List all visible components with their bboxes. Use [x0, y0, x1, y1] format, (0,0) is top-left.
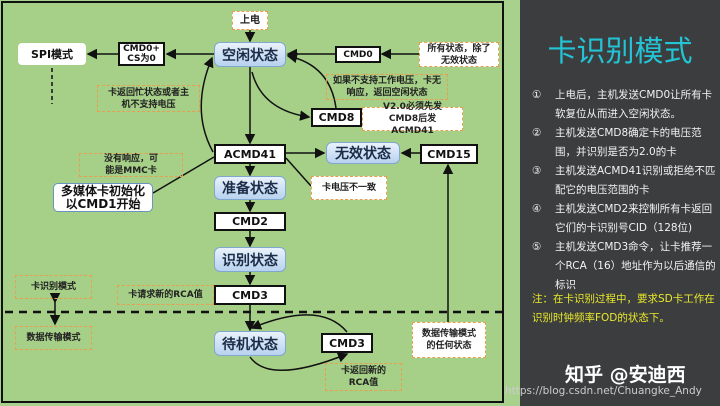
power-on-label: 上电	[232, 11, 268, 30]
step-1: ① 上电后，主机发送CMD0让所有卡软复位从而进入空闲状态。	[532, 86, 717, 124]
mmc-init-box: 多媒体卡初始化以CMD1开始	[53, 183, 153, 212]
data-transfer-mode-label: 数据传输模式	[15, 326, 92, 350]
rca-request-note: 卡请求新的RCA值	[117, 285, 214, 305]
cmd8-box: CMD8	[311, 108, 362, 127]
connector-lines	[5, 29, 503, 372]
description-panel: 卡识别模式 ① 上电后，主机发送CMD0让所有卡软复位从而进入空闲状态。 ② 主机发…	[505, 0, 720, 406]
step-number: ①	[532, 89, 542, 101]
all-states-note: 所有状态，除了无效状态	[419, 42, 499, 67]
cmd0-box: CMD0	[335, 46, 381, 63]
cmd15-box: CMD15	[420, 144, 478, 164]
voltage-mismatch-note: 卡电压不一致	[311, 176, 387, 200]
standby-state: 待机状态	[214, 331, 286, 356]
panel-note: 注：在卡识别过程中，要求SD卡工作在识别时钟频率FOD的状态下。	[532, 293, 715, 324]
cmd3-loop-box: CMD3	[321, 333, 373, 353]
step-number: ⑤	[532, 241, 542, 253]
step-number: ④	[532, 203, 542, 215]
step-2: ② 主机发送CMD8确定卡的电压范围，并识别是否为2.0的卡	[532, 124, 717, 162]
step-number: ②	[532, 127, 542, 139]
step-text: 主机发送CMD3命令，让卡推荐一个RCA（16）地址作为以后通信的标识	[555, 241, 716, 291]
ready-state: 准备状态	[214, 176, 286, 200]
spi-mode: SPI模式	[18, 43, 86, 65]
no-response-note: 没有响应，可能是MMC卡	[79, 153, 183, 177]
identification-state: 识别状态	[214, 247, 286, 272]
cmd0-cs-box: CMD0+ CS为0	[118, 42, 165, 66]
step-text: 主机发送CMD2来控制所有卡返回它们的卡识别号CID（128位)	[555, 203, 713, 234]
step-text: 主机发送CMD8确定卡的电压范围，并识别是否为2.0的卡	[555, 127, 702, 158]
inactive-state: 无效状态	[326, 142, 400, 164]
step-5: ⑤ 主机发送CMD3命令，让卡推荐一个RCA（16）地址作为以后通信的标识	[532, 238, 717, 295]
cmd2-box: CMD2	[214, 212, 286, 231]
card-ident-mode-label: 卡识别模式	[15, 275, 92, 299]
source-url: https://blog.csdn.net/Chuangke_Andy	[505, 385, 702, 397]
cmd3-box: CMD3	[214, 285, 286, 305]
divider-strip	[505, 0, 520, 406]
step-4: ④ 主机发送CMD2来控制所有卡返回它们的卡识别号CID（128位)	[532, 200, 717, 238]
idle-state: 空闲状态	[214, 42, 286, 67]
step-text: 主机发送ACMD41识别或拒绝不匹配它的电压范围的卡	[555, 165, 716, 196]
unsupported-voltage-note: 如果不支持工作电压，卡无响应，返回空闲状态	[326, 74, 448, 100]
step-text: 上电后，主机发送CMD0让所有卡软复位从而进入空闲状态。	[555, 89, 713, 120]
new-rca-note: 卡返回新的RCA值	[325, 363, 402, 391]
watermark: 知乎 @安迪西	[565, 364, 686, 386]
acmd41-box: ACMD41	[214, 144, 286, 164]
panel-title: 卡识别模式	[547, 34, 693, 68]
busy-note: 卡返回忙状态或者主机不支持电压	[97, 85, 200, 112]
any-data-state-note: 数据传输模式的任何状态	[412, 322, 486, 358]
step-number: ③	[532, 165, 542, 177]
step-3: ③ 主机发送ACMD41识别或拒绝不匹配它的电压范围的卡	[532, 162, 717, 200]
